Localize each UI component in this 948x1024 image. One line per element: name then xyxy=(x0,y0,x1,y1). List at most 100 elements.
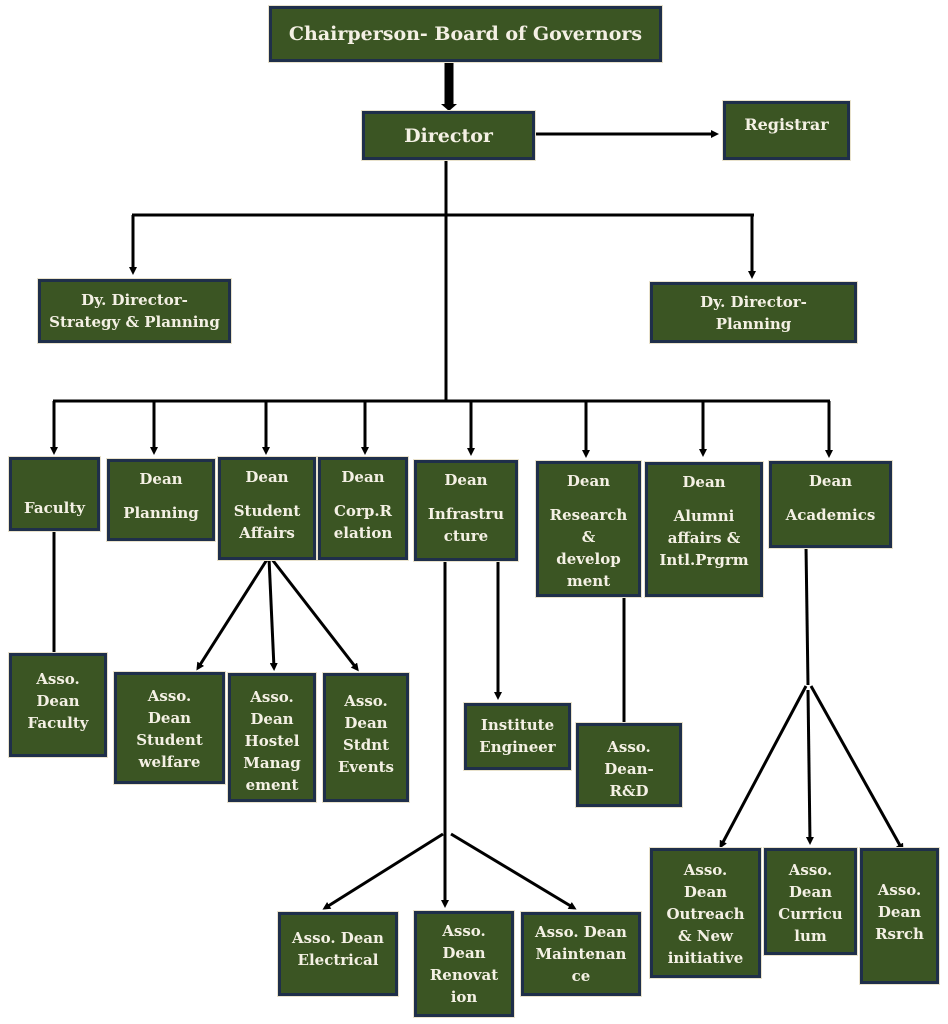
connector-ad-outreach xyxy=(719,685,808,849)
node-label-line: cture xyxy=(443,527,489,545)
node-label-line: Dean xyxy=(808,472,853,490)
node-label-line: Alumni xyxy=(673,507,735,525)
node-label-line: affairs & xyxy=(667,529,741,547)
node-label-line: Student xyxy=(136,731,203,749)
node-label-line: ce xyxy=(571,967,591,985)
node-label-line: Electrical xyxy=(297,951,379,969)
node-label-line: ement xyxy=(245,776,299,794)
node-label-line: Asso. xyxy=(877,881,922,899)
node-label-line: Outreach xyxy=(666,905,745,923)
node-label-line: Dean xyxy=(341,468,385,486)
node-label-line: Asso. xyxy=(442,922,486,940)
node-label-line: Infrastru xyxy=(427,505,505,523)
node-label-line: Asso. xyxy=(788,861,833,879)
node-label-line: Affairs xyxy=(239,524,295,542)
node-label-line: ment xyxy=(566,572,611,590)
node-label-line: Institute xyxy=(480,716,555,734)
node-label-line: Corp.R xyxy=(333,502,393,520)
arrowhead-director xyxy=(441,104,457,111)
node-label-line: & xyxy=(581,528,596,546)
node-faculty: Faculty xyxy=(9,457,100,531)
node-label-line: Faculty xyxy=(24,499,85,517)
node-label-line: Dean xyxy=(245,468,289,486)
node-label-line: Stdnt xyxy=(342,736,390,754)
node-label-line: Dean xyxy=(139,470,183,488)
node-ad-rd: Asso. Dean- R&D xyxy=(576,723,682,807)
node-label-line: Faculty xyxy=(27,714,89,732)
node-label-line: initiative xyxy=(667,949,744,967)
node-label-line: Asso. xyxy=(36,670,80,688)
node-label-line: Asso. Dean xyxy=(292,929,384,947)
node-label-line: Asso. xyxy=(607,738,651,756)
connector-ad-maintenance xyxy=(450,832,577,910)
node-label-line: Intl.Prgrm xyxy=(659,551,749,569)
node-label-line: ion xyxy=(450,988,478,1006)
node-label-line: Asso. xyxy=(683,861,728,879)
node-label-line: Dean xyxy=(250,710,294,728)
node-label-line: Dean- xyxy=(604,760,654,778)
node-label-line: Strategy & Planning xyxy=(49,313,220,331)
node-label-line: Dy. Director- xyxy=(700,292,807,311)
node-label-line: Registrar xyxy=(744,115,829,134)
node-label-line: lum xyxy=(794,927,827,945)
node-label-line: Dean xyxy=(344,714,388,732)
node-label-line: Student xyxy=(233,502,301,520)
node-label-line: Academics xyxy=(785,506,876,524)
node-label-line: Dean xyxy=(682,473,726,491)
node-label-line: Dean xyxy=(36,692,80,710)
node-label-line: elation xyxy=(333,524,393,542)
node-label-line: R&D xyxy=(609,782,649,800)
node-label-line: Dean xyxy=(788,883,833,901)
node-registrar: Registrar xyxy=(723,101,850,160)
connector-academics-trunk xyxy=(804,545,810,686)
node-label-line: Curricu xyxy=(778,905,843,923)
node-label-line: develop xyxy=(556,550,621,568)
node-chairperson: Chairperson- Board of Governors xyxy=(269,6,662,62)
node-label-line: Research xyxy=(549,506,628,524)
node-director: Director xyxy=(362,111,535,160)
node-label-line: Dean xyxy=(444,471,488,489)
connector-ad-electrical xyxy=(322,832,444,910)
node-label-line: Renovat xyxy=(429,966,499,984)
node-dy-director-strategy: Dy. Director- Strategy & Planning xyxy=(38,279,231,343)
node-label-line: Dean xyxy=(147,709,192,727)
node-label-line: Asso. xyxy=(344,692,388,710)
connector-ad-events xyxy=(269,557,359,672)
connector-ad-hostel xyxy=(267,557,278,671)
node-label-line: Dean xyxy=(877,903,922,921)
connector-ad-rsrch xyxy=(809,685,904,852)
node-label-line: Dean xyxy=(442,944,486,962)
node-label-line: & New xyxy=(678,927,733,945)
connector-ad-curriculum xyxy=(805,689,814,845)
node-label-line: Director xyxy=(404,124,493,147)
node-label-line: Planning xyxy=(123,504,199,522)
node-dy-director-planning: Dy. Director-Planning xyxy=(650,282,857,343)
node-label-line: Events xyxy=(338,758,394,776)
node-label-line: Dean xyxy=(566,472,611,490)
node-label-line: Dy. Director- xyxy=(81,291,188,309)
node-label-line: Engineer xyxy=(479,738,556,756)
node-label-line: Dean xyxy=(683,883,728,901)
node-label-line: Chairperson- Board of Governors xyxy=(288,23,643,45)
node-label-line: Rsrch xyxy=(875,925,924,943)
